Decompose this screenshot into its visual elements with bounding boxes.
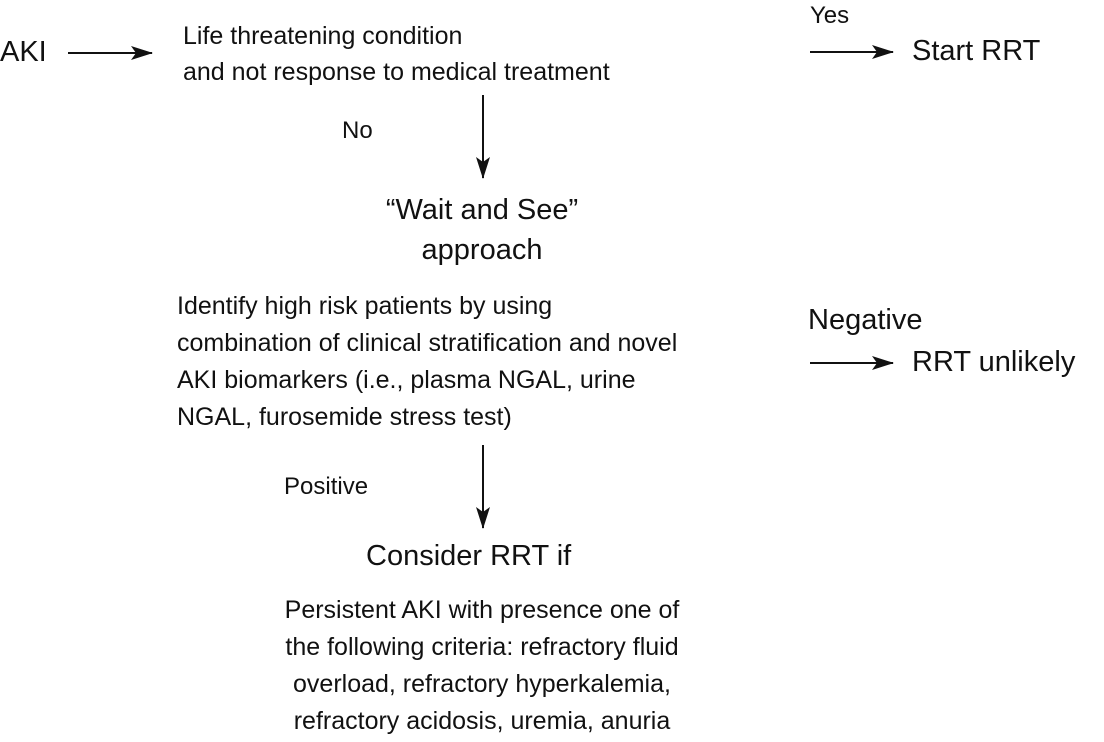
node-criteria-line-4: refractory acidosis, uremia, anuria: [293, 707, 671, 735]
node-wait-and-see-line-2: approach: [421, 234, 543, 266]
edge-label-yes: Yes: [810, 2, 850, 29]
node-consider-rrt: Consider RRT if: [366, 540, 572, 572]
node-criteria-line-3: overload, refractory hyperkalemia,: [293, 670, 671, 698]
node-aki: AKI: [0, 36, 47, 68]
node-criteria-line-2: the following criteria: refractory fluid: [285, 633, 679, 661]
node-identify-line-4: NGAL, furosemide stress test): [177, 403, 512, 431]
edge-label-positive: Positive: [284, 473, 369, 500]
node-wait-and-see-line-1: “Wait and See”: [385, 194, 579, 226]
node-life-threatening: Life threatening condition and not respo…: [183, 18, 610, 90]
node-criteria: Persistent AKI with presence one of the …: [232, 592, 732, 740]
node-identify-high-risk: Identify high risk patients by using com…: [177, 288, 677, 436]
node-life-threatening-line-2: and not response to medical treatment: [183, 58, 610, 86]
node-start-rrt: Start RRT: [912, 35, 1041, 67]
edge-label-no: No: [342, 117, 373, 144]
edge-label-negative: Negative: [808, 304, 923, 336]
node-identify-line-1: Identify high risk patients by using: [177, 292, 553, 320]
node-identify-line-2: combination of clinical stratification a…: [177, 329, 678, 357]
node-criteria-line-1: Persistent AKI with presence one of: [284, 596, 680, 624]
node-identify-line-3: AKI biomarkers (i.e., plasma NGAL, urine: [177, 366, 636, 394]
node-life-threatening-line-1: Life threatening condition: [183, 22, 463, 50]
node-rrt-unlikely: RRT unlikely: [912, 346, 1076, 378]
node-wait-and-see: “Wait and See” approach: [332, 190, 632, 270]
